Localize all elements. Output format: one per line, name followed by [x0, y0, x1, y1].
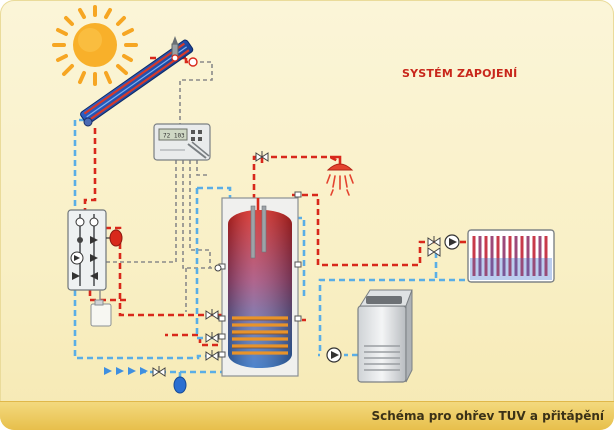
pump-station — [67, 209, 107, 291]
cold-expansion-vessel — [173, 376, 187, 394]
boiler — [357, 289, 413, 383]
storage-tank — [218, 191, 302, 377]
control-wires — [100, 61, 240, 312]
valve-icon — [152, 366, 166, 377]
controller-display: 72 103 — [163, 133, 185, 140]
footer-caption: Schéma pro ohřev TUV a přitápění — [371, 409, 605, 423]
valve-icon — [205, 309, 219, 320]
solar-collector — [80, 39, 194, 127]
air-vent-icon — [171, 36, 198, 67]
boiler-pump — [326, 347, 342, 363]
radiator — [467, 229, 555, 283]
diagram-title: SYSTÉM ZAPOJENÍ — [402, 67, 518, 80]
valve-icon — [205, 332, 219, 343]
valve-icon — [427, 236, 441, 247]
antifreeze-canister — [90, 290, 112, 327]
valves — [152, 151, 441, 377]
circulation-pump — [444, 234, 460, 250]
shower-head — [326, 155, 354, 196]
valve-icon — [255, 151, 269, 162]
hot-pipes — [83, 56, 470, 347]
sun-icon — [52, 5, 138, 86]
valve-icon — [205, 350, 219, 361]
cold-water-inlet — [104, 367, 148, 375]
valve-icon — [427, 247, 441, 257]
footer-bar: Schéma pro ohřev TUV a přitápění — [0, 401, 614, 430]
controller-unit — [153, 123, 211, 161]
expansion-vessel — [106, 229, 123, 247]
